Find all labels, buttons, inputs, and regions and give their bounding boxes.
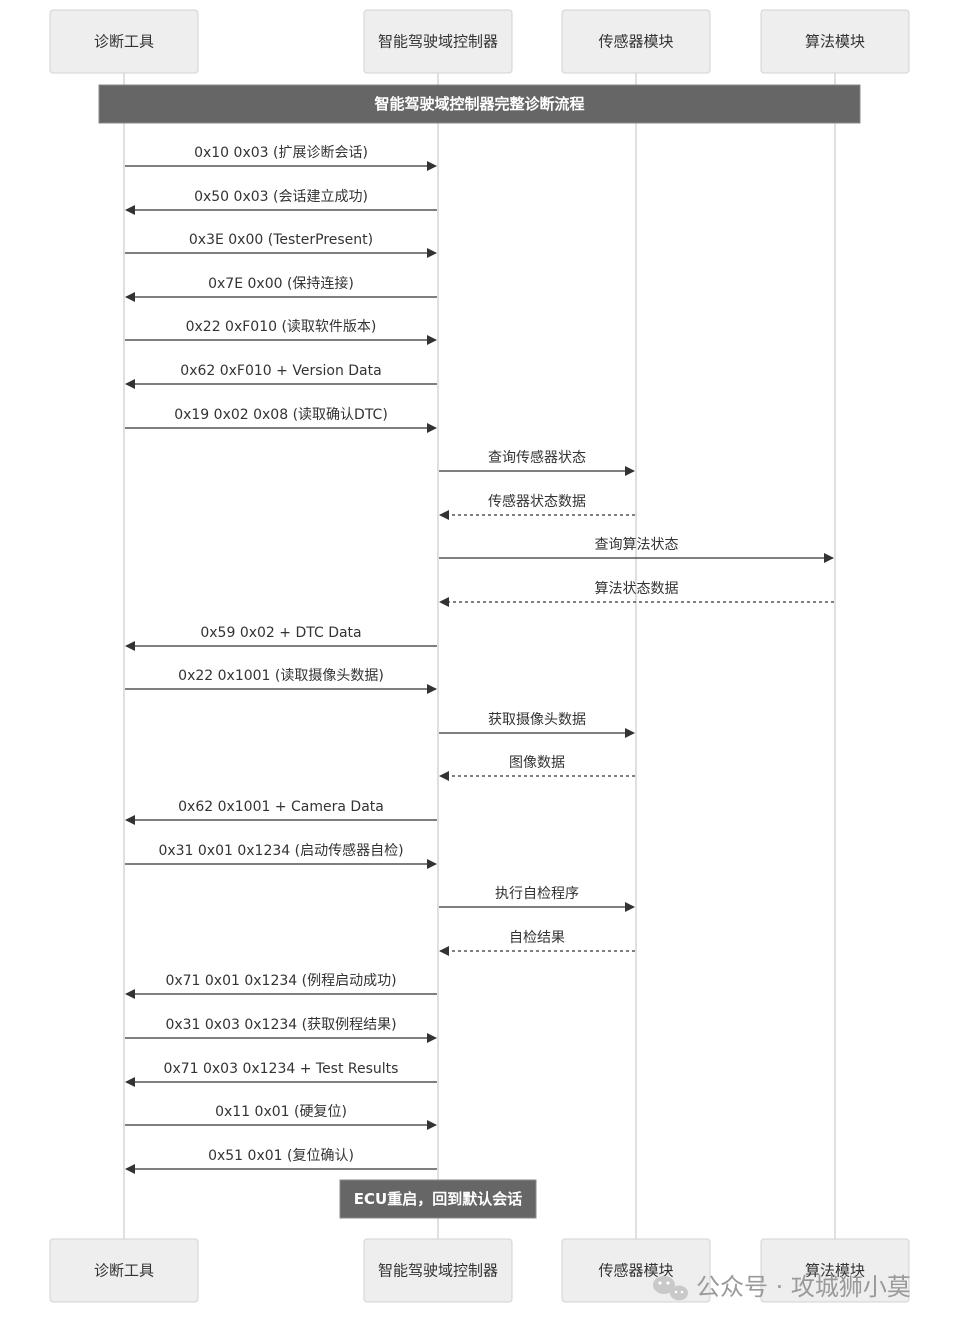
participant-algo-top: 算法模块	[760, 9, 910, 74]
message-label: 0x62 0x1001 + Camera Data	[178, 799, 384, 815]
message-9: 传感器状态数据	[439, 493, 635, 520]
message-12: 0x59 0x02 + DTC Data	[125, 625, 437, 651]
message-23: 0x11 0x01 (硬复位)	[125, 1103, 437, 1130]
end-note: ECU重启，回到默认会话	[339, 1179, 537, 1219]
message-16: 0x62 0x1001 + Camera Data	[125, 799, 437, 825]
message-label: 0x50 0x03 (会话建立成功)	[194, 189, 368, 205]
lifelines	[123, 73, 836, 1239]
message-14: 获取摄像头数据	[439, 712, 635, 738]
message-label: 0x71 0x03 0x1234 + Test Results	[164, 1061, 399, 1077]
message-label: 0x71 0x01 0x1234 (例程启动成功)	[165, 973, 396, 989]
watermark: 公众号 · 攻城狮小莫	[653, 1273, 911, 1301]
message-label: 0x22 0xF010 (读取软件版本)	[186, 318, 377, 335]
wechat-icon	[653, 1276, 688, 1301]
message-24: 0x51 0x01 (复位确认)	[125, 1147, 437, 1174]
message-6: 0x62 0xF010 + Version Data	[125, 363, 437, 389]
participant-tester-top: 诊断工具	[49, 9, 199, 74]
message-label: 0x11 0x01 (硬复位)	[215, 1103, 347, 1120]
participant-label: 传感器模块	[598, 33, 673, 51]
message-20: 0x71 0x01 0x1234 (例程启动成功)	[125, 973, 437, 999]
messages: 0x10 0x03 (扩展诊断会话) 0x50 0x03 (会话建立成功) 0x3E…	[125, 145, 834, 1174]
message-1: 0x10 0x03 (扩展诊断会话)	[125, 145, 437, 171]
message-4: 0x7E 0x00 (保持连接)	[125, 275, 437, 302]
participant-ecu-bottom: 智能驾驶域控制器	[363, 1238, 513, 1303]
message-label: 0x19 0x02 0x08 (读取确认DTC)	[174, 406, 388, 423]
participant-label: 诊断工具	[94, 33, 154, 51]
message-8: 查询传感器状态	[439, 449, 635, 476]
message-label: 0x7E 0x00 (保持连接)	[208, 275, 354, 292]
message-label: 查询传感器状态	[488, 449, 586, 466]
participant-label: 智能驾驶域控制器	[378, 33, 498, 51]
message-22: 0x71 0x03 0x1234 + Test Results	[125, 1061, 437, 1087]
message-label: 传感器状态数据	[488, 493, 586, 510]
message-5: 0x22 0xF010 (读取软件版本)	[125, 318, 437, 345]
watermark-text: 公众号 · 攻城狮小莫	[696, 1273, 911, 1301]
message-label: 0x3E 0x00 (TesterPresent)	[189, 232, 373, 248]
participant-sensor-top: 传感器模块	[561, 9, 711, 74]
message-label: 0x59 0x02 + DTC Data	[200, 625, 361, 641]
message-13: 0x22 0x1001 (读取摄像头数据)	[125, 667, 437, 694]
participant-ecu-top: 智能驾驶域控制器	[363, 9, 513, 74]
message-11: 算法状态数据	[439, 581, 834, 607]
participant-label: 算法模块	[805, 1262, 865, 1280]
title-note: 智能驾驶域控制器完整诊断流程	[98, 84, 861, 124]
end-note-text: ECU重启，回到默认会话	[354, 1190, 522, 1208]
message-19: 自检结果	[439, 930, 635, 956]
message-10: 查询算法状态	[439, 537, 834, 563]
message-label: 获取摄像头数据	[488, 712, 586, 728]
message-3: 0x3E 0x00 (TesterPresent)	[125, 232, 437, 258]
message-7: 0x19 0x02 0x08 (读取确认DTC)	[125, 406, 437, 433]
message-18: 执行自检程序	[439, 886, 635, 912]
participant-label: 传感器模块	[598, 1262, 673, 1280]
message-label: 0x31 0x03 0x1234 (获取例程结果)	[165, 1017, 396, 1033]
message-label: 0x22 0x1001 (读取摄像头数据)	[178, 667, 384, 684]
message-label: 0x62 0xF010 + Version Data	[180, 363, 381, 379]
message-label: 0x31 0x01 0x1234 (启动传感器自检)	[158, 842, 403, 859]
message-label: 0x51 0x01 (复位确认)	[208, 1147, 354, 1164]
message-17: 0x31 0x01 0x1234 (启动传感器自检)	[125, 842, 437, 869]
title-note-text: 智能驾驶域控制器完整诊断流程	[374, 95, 584, 113]
message-label: 查询算法状态	[595, 537, 679, 553]
message-label: 执行自检程序	[495, 886, 579, 902]
message-label: 算法状态数据	[595, 581, 679, 597]
message-15: 图像数据	[439, 755, 635, 781]
message-2: 0x50 0x03 (会话建立成功)	[125, 189, 437, 215]
participant-label: 智能驾驶域控制器	[378, 1262, 498, 1280]
message-label: 自检结果	[509, 930, 565, 946]
participants-top: 诊断工具 智能驾驶域控制器 传感器模块 算法模块	[49, 9, 910, 74]
participant-label: 算法模块	[805, 33, 865, 51]
participant-algo-bottom: 算法模块	[760, 1238, 910, 1303]
participants-bottom: 诊断工具 智能驾驶域控制器 传感器模块 算法模块	[49, 1238, 910, 1303]
message-21: 0x31 0x03 0x1234 (获取例程结果)	[125, 1017, 437, 1043]
participant-label: 诊断工具	[94, 1262, 154, 1280]
participant-tester-bottom: 诊断工具	[49, 1238, 199, 1303]
message-label: 0x10 0x03 (扩展诊断会话)	[194, 145, 368, 161]
message-label: 图像数据	[509, 755, 565, 771]
